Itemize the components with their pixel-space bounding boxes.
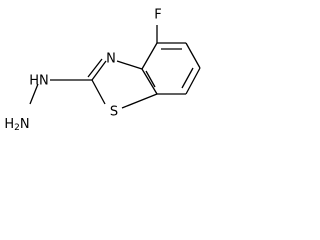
hydrazine-nh2-label: H2N — [4, 117, 29, 134]
fluorine-label: F — [154, 8, 161, 23]
bond-c6-c7 — [185, 67, 201, 95]
bond-c3a-c4 — [141, 42, 158, 70]
bond-s1-c7a — [121, 93, 158, 109]
thiazole-ring — [87, 58, 158, 109]
bond-c3a-n3 — [116, 60, 143, 70]
ring-nitrogen-label: N — [106, 52, 116, 67]
hydrazine-nh-label: HN — [29, 74, 49, 89]
bond-c7a-c3a — [141, 68, 158, 95]
benzene-ring — [141, 42, 201, 95]
double-bond-c6-c7 — [181, 67, 194, 89]
bond-n3-c2 — [91, 60, 107, 81]
structural-formula: F N S HN H2N — [4, 8, 201, 134]
bond-c2-s1 — [91, 79, 106, 105]
bond-c5-c6 — [185, 42, 201, 69]
sulfur-label: S — [110, 105, 118, 120]
double-bond-c7a-c3a — [145, 70, 156, 88]
bond-nh-nh2 — [29, 83, 39, 105]
double-bond-n3-c2 — [87, 58, 103, 78]
